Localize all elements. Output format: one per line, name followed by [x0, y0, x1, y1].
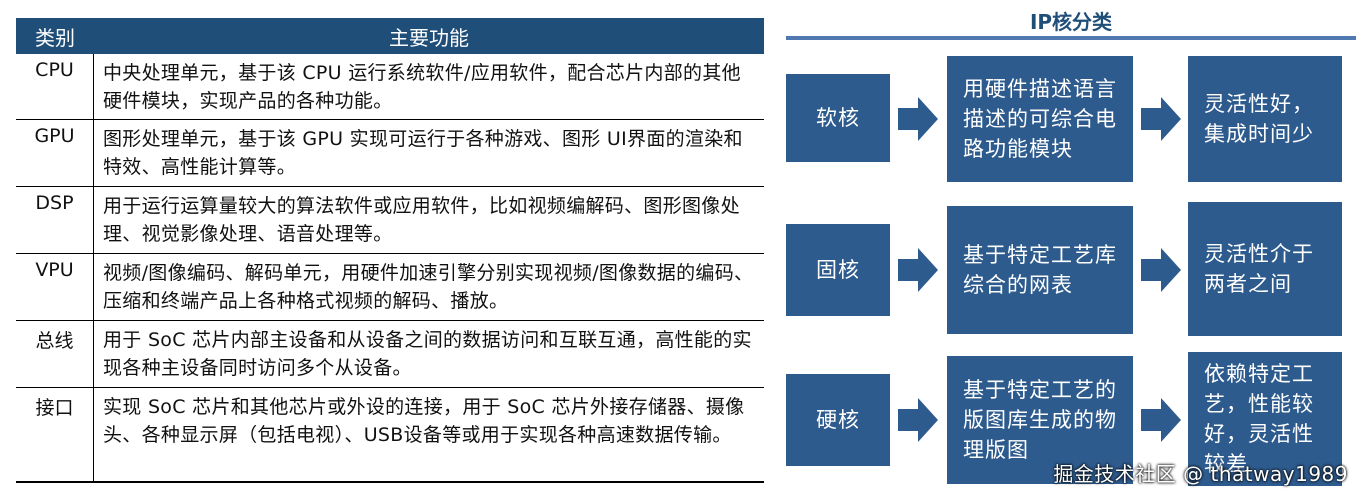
ip-description-box: 用硬件描述语言描述的可综合电路功能模块: [947, 56, 1133, 182]
ip-trait-box: 依赖特定工艺，性能较好，灵活性较差: [1188, 352, 1342, 486]
row-function: 中央处理单元，基于该 CPU 运行系统软件/应用软件，配合芯片内部的其他硬件模块…: [103, 62, 741, 112]
arrow-right-icon: [898, 97, 938, 141]
row-category: 接口: [16, 388, 94, 481]
table-row: 接口 实现 SoC 芯片和其他芯片或外设的连接，用于 SoC 芯片外接存储器、摄…: [16, 387, 764, 481]
ip-type-box-soft: 软核: [786, 74, 890, 162]
ip-description-box: 基于特定工艺的版图库生成的物理版图: [947, 356, 1133, 484]
ip-trait: 灵活性介于两者之间: [1204, 242, 1314, 296]
row-function: 实现 SoC 芯片和其他芯片或外设的连接，用于 SoC 芯片外接存储器、摄像头、…: [103, 396, 745, 446]
row-function: 用于 SoC 芯片内部主设备和从设备之间的数据访问和互联互通，高性能的实现各种主…: [103, 329, 752, 379]
ip-type-label: 固核: [816, 258, 860, 282]
arrow-right-icon: [1141, 248, 1181, 292]
ip-trait: 依赖特定工艺，性能较好，灵活性较差: [1204, 362, 1314, 476]
header-category: 类别: [35, 25, 75, 50]
watermark: 掘金技术社区 @ thatway1989: [1053, 462, 1348, 486]
ip-trait: 灵活性好，集成时间少: [1204, 92, 1314, 146]
table-row: GPU 图形处理单元，基于该 GPU 实现可运行于各种游戏、图形 UI界面的渲染…: [16, 119, 764, 186]
ip-trait-box: 灵活性好，集成时间少: [1188, 56, 1342, 182]
row-function: 用于运行运算量较大的算法软件或应用软件，比如视频编解码、图形图像处理、视觉影像处…: [103, 195, 740, 245]
header-function: 主要功能: [389, 25, 469, 50]
table-row: VPU 视频/图像编码、解码单元，用硬件加速引擎分别实现视频/图像数据的编码、压…: [16, 253, 764, 320]
row-function: 图形处理单元，基于该 GPU 实现可运行于各种游戏、图形 UI界面的渲染和特效、…: [103, 128, 743, 178]
ip-type-box-hard: 硬核: [786, 374, 890, 466]
arrow-right-icon: [1141, 398, 1181, 442]
ip-type-label: 硬核: [816, 408, 860, 432]
table-row: DSP 用于运行运算量较大的算法软件或应用软件，比如视频编解码、图形图像处理、视…: [16, 186, 764, 253]
ip-description: 用硬件描述语言描述的可综合电路功能模块: [963, 77, 1117, 161]
ip-description: 基于特定工艺库综合的网表: [963, 243, 1117, 297]
row-category: 总线: [16, 321, 94, 387]
arrow-right-icon: [898, 398, 938, 442]
row-category: GPU: [16, 120, 94, 186]
row-category: VPU: [16, 254, 94, 320]
table-header: 类别 主要功能: [16, 18, 764, 54]
table-row: 总线 用于 SoC 芯片内部主设备和从设备之间的数据访问和互联互通，高性能的实现…: [16, 320, 764, 387]
title-divider: [786, 36, 1356, 40]
ip-trait-box: 灵活性介于两者之间: [1188, 202, 1342, 336]
table-body: CPU 中央处理单元，基于该 CPU 运行系统软件/应用软件，配合芯片内部的其他…: [16, 54, 764, 483]
ip-description: 基于特定工艺的版图库生成的物理版图: [963, 378, 1117, 462]
row-category: DSP: [16, 187, 94, 253]
row-function: 视频/图像编码、解码单元，用硬件加速引擎分别实现视频/图像数据的编码、压缩和终端…: [103, 262, 754, 312]
diagram-title: IP核分类: [1029, 10, 1113, 34]
row-category: CPU: [16, 54, 94, 119]
ip-function-table: 类别 主要功能 CPU 中央处理单元，基于该 CPU 运行系统软件/应用软件，配…: [16, 18, 764, 483]
ip-type-label: 软核: [816, 106, 860, 130]
table-row: CPU 中央处理单元，基于该 CPU 运行系统软件/应用软件，配合芯片内部的其他…: [16, 54, 764, 119]
arrow-right-icon: [1141, 97, 1181, 141]
arrow-right-icon: [898, 248, 938, 292]
ip-type-box-firm: 固核: [786, 224, 890, 316]
ip-description-box: 基于特定工艺库综合的网表: [947, 206, 1133, 334]
